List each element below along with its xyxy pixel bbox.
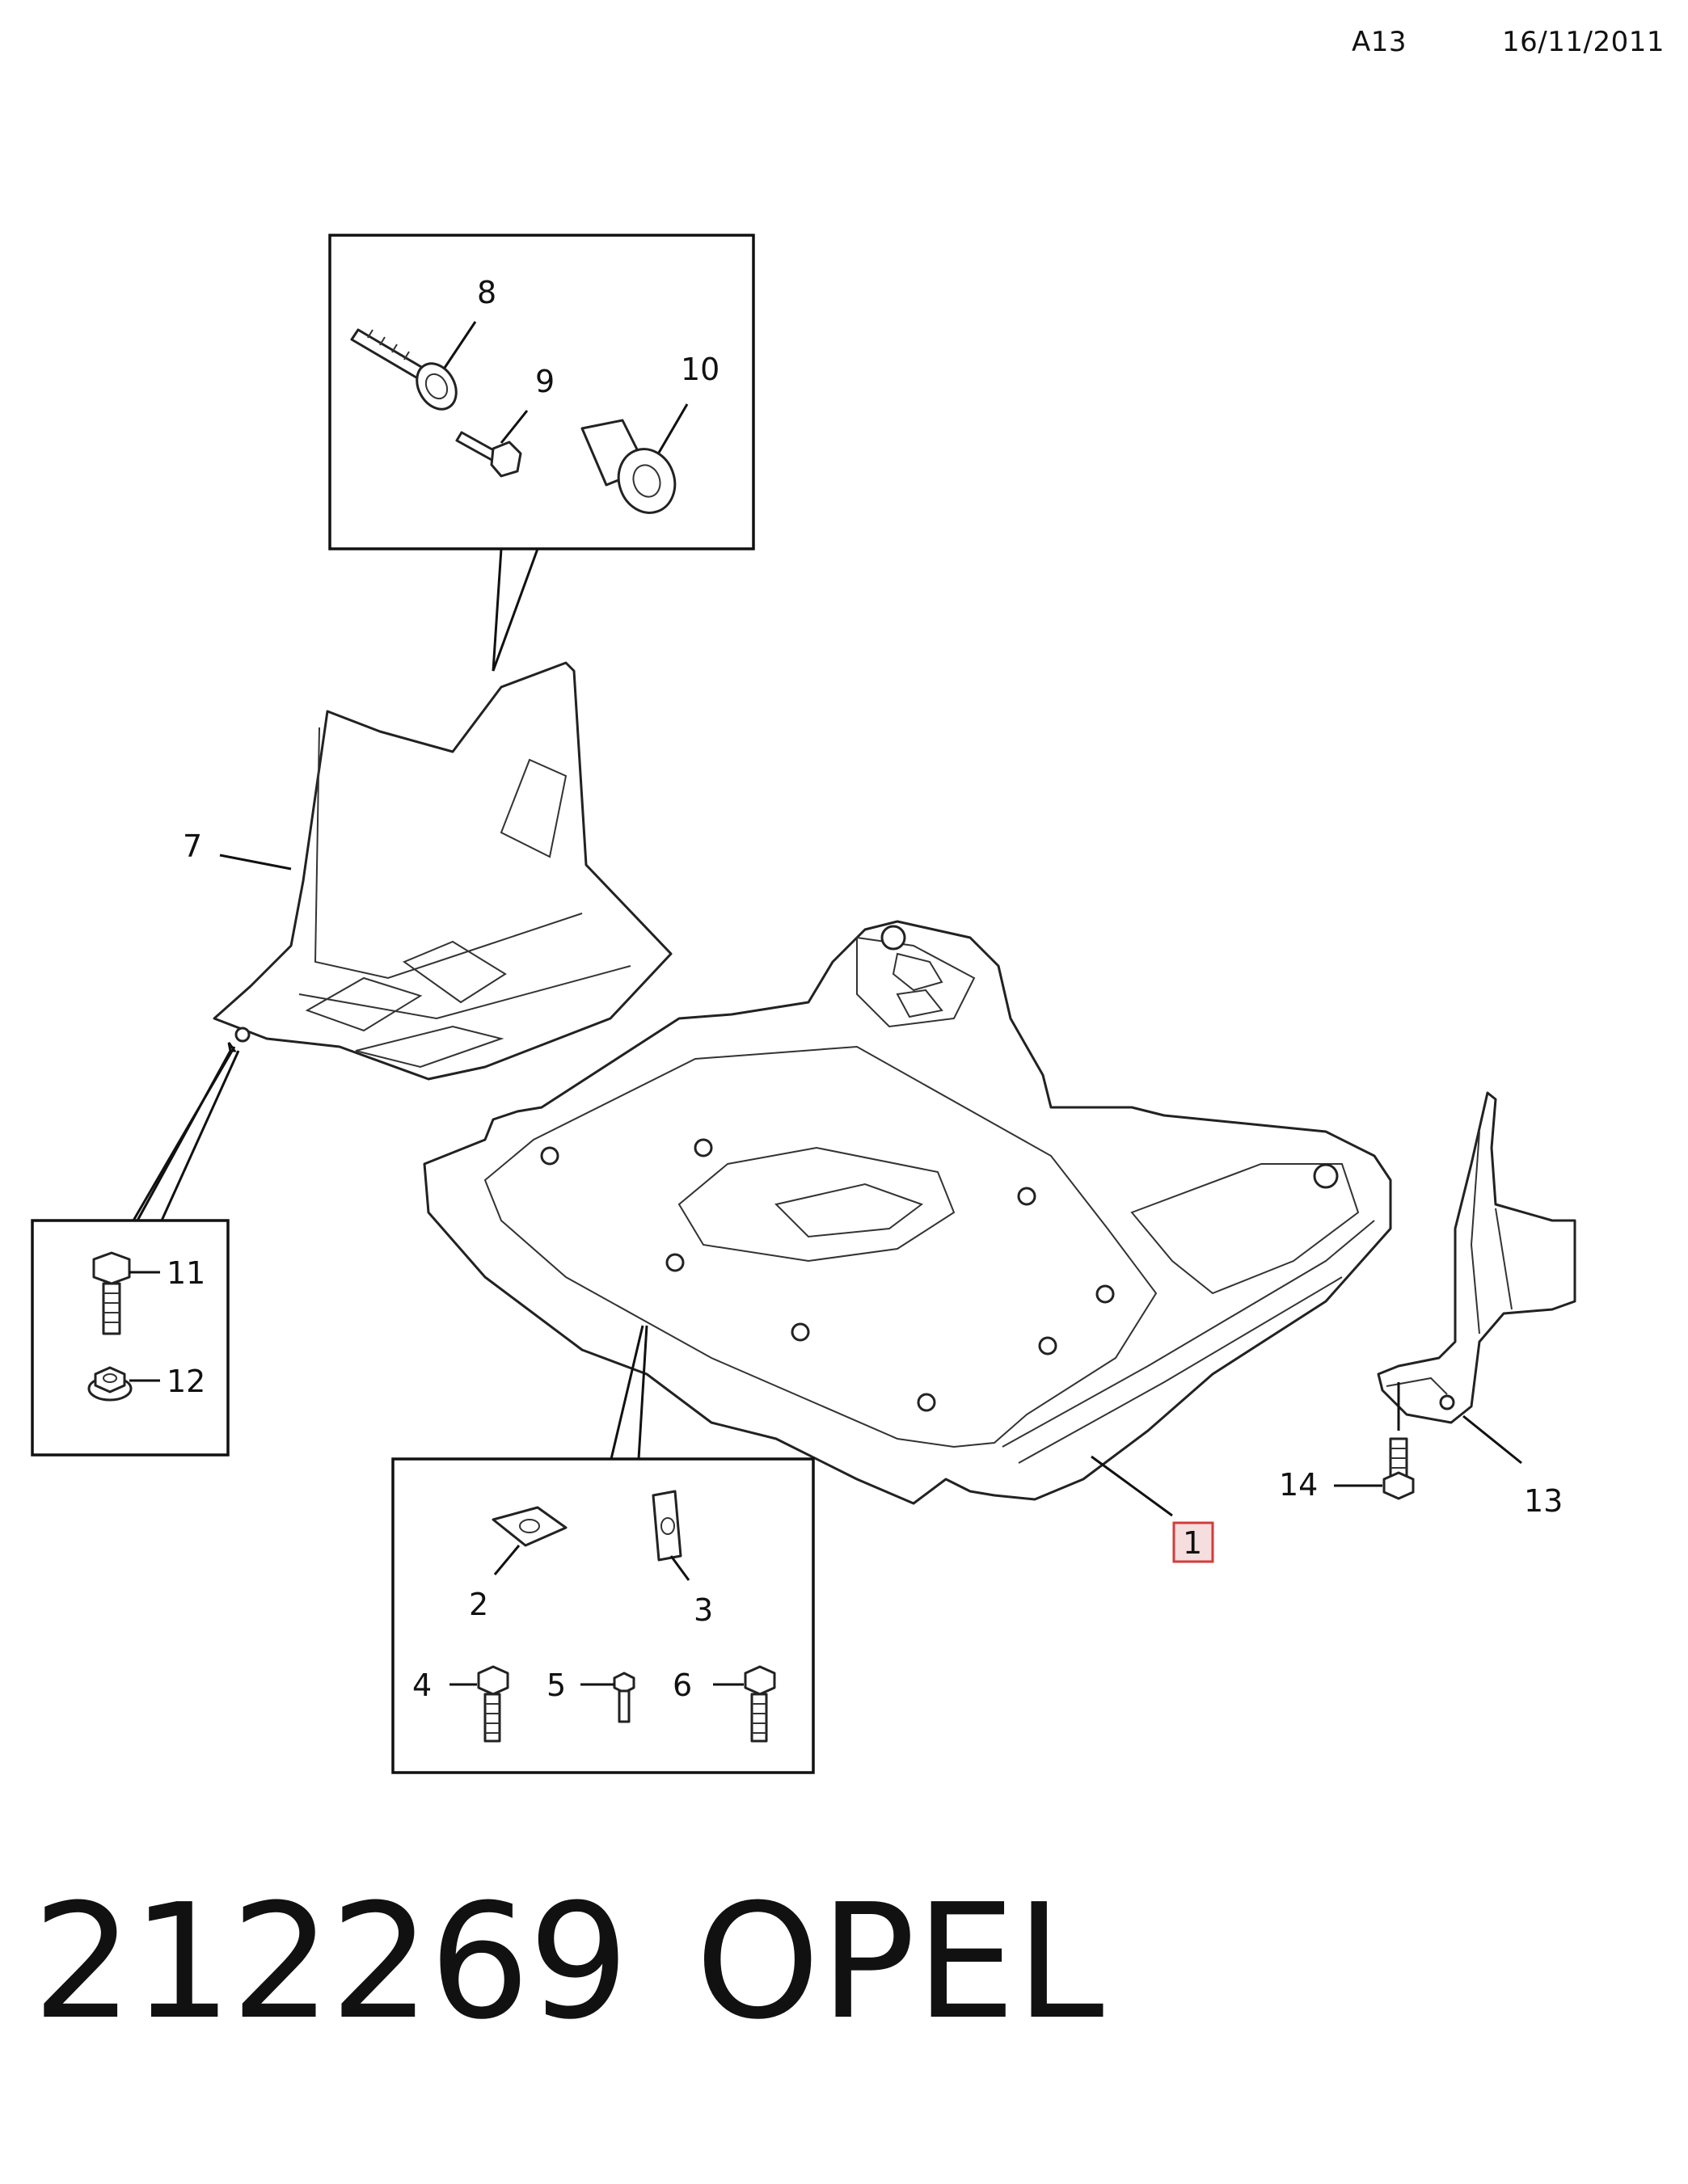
deflector-13 (1377, 1091, 1576, 1424)
u-nut-3-icon (652, 1490, 682, 1562)
splash-shield-7 (213, 661, 673, 1081)
flange-bolt-11-icon (92, 1251, 131, 1335)
callout-1-highlight (1172, 1521, 1214, 1563)
fastener-inset-top (328, 234, 755, 672)
bolt-14-icon (1382, 1382, 1415, 1500)
callout-7: 7 (183, 828, 202, 864)
bolt-9-icon (455, 431, 522, 478)
fastener-inset-bottom (391, 1325, 815, 1774)
flange-nut-12-icon (87, 1366, 133, 1402)
callout-5: 5 (546, 1668, 566, 1703)
brand-name: OPEL (695, 1870, 1104, 2055)
flange-bolt-4-icon (477, 1665, 509, 1743)
callout-1: 1 (1183, 1525, 1202, 1561)
callout-13: 13 (1524, 1483, 1563, 1519)
callout-12: 12 (167, 1364, 205, 1399)
push-clip-10-icon (580, 419, 677, 514)
page-code: A13 (1352, 26, 1407, 58)
diagram-date: 16/11/2011 (1502, 26, 1665, 58)
speed-clip-2-icon (492, 1506, 568, 1547)
bolt-5-icon (613, 1672, 635, 1723)
underbody-shield-1 (423, 920, 1392, 1505)
callout-8: 8 (477, 275, 496, 310)
fastener-inset-left (31, 1042, 240, 1457)
callout-3: 3 (694, 1592, 713, 1628)
callout-4: 4 (412, 1668, 432, 1703)
flange-bolt-6-icon (744, 1665, 776, 1743)
callout-14: 14 (1279, 1467, 1318, 1503)
callout-10: 10 (681, 352, 720, 387)
callout-2: 2 (469, 1587, 488, 1622)
callout-6: 6 (673, 1668, 692, 1703)
screw-8-icon (350, 328, 458, 411)
callout-9: 9 (535, 364, 555, 399)
callout-11: 11 (167, 1255, 205, 1291)
part-number: 212269 (32, 1870, 629, 2055)
